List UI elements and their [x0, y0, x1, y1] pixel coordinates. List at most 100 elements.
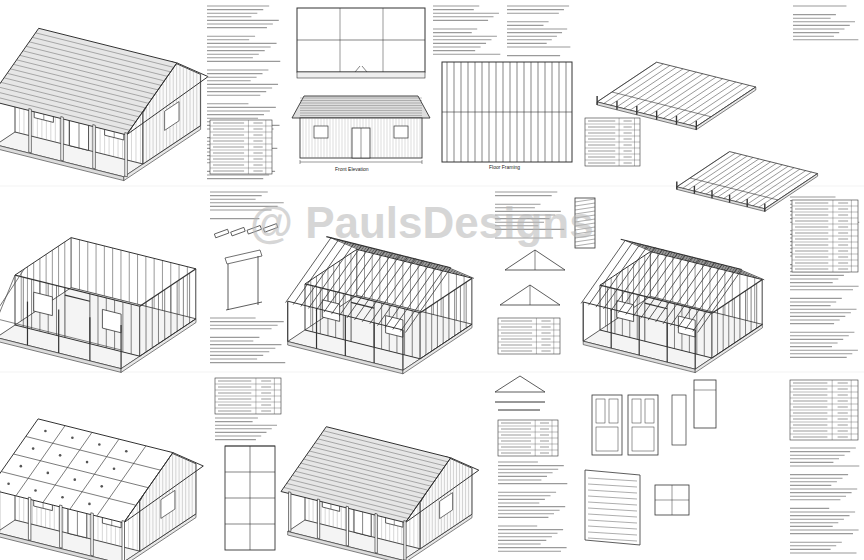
line-art: [433, 36, 497, 37]
line-art: [301, 463, 425, 494]
line-art: [790, 542, 842, 543]
line-art: [790, 301, 836, 302]
line-art: [120, 250, 121, 300]
line-art: [712, 313, 713, 358]
line-art: [207, 36, 255, 37]
line-art: [419, 313, 420, 359]
line-art: [309, 244, 354, 309]
line-art: [182, 458, 183, 523]
line-art: [0, 419, 173, 523]
line-art: [498, 540, 546, 541]
line-art: [790, 398, 858, 399]
line-art: [792, 248, 858, 249]
line-art: [790, 511, 855, 512]
line-art: [140, 112, 141, 163]
line-art: [300, 100, 422, 101]
line-art: [402, 330, 403, 370]
line-art: [851, 380, 852, 440]
line-art: [695, 263, 696, 308]
line-art: [795, 215, 828, 216]
line-art: [583, 302, 584, 341]
line-art: [261, 387, 271, 388]
line-art: [712, 280, 762, 314]
line-art: [465, 465, 466, 518]
line-art: [93, 125, 96, 169]
line-art: [792, 200, 858, 272]
line-art: [186, 68, 187, 135]
line-art: [498, 525, 537, 526]
line-art: [600, 285, 601, 330]
line-art: [838, 263, 848, 264]
line-art: [52, 250, 53, 300]
line-art: [600, 285, 601, 330]
line-art: [218, 399, 251, 400]
line-art: [466, 282, 467, 328]
line-art: [790, 380, 858, 440]
line-art: [540, 447, 549, 448]
line-art: [694, 186, 695, 194]
line-art: [729, 195, 730, 203]
line-art: [339, 118, 340, 158]
line-art: [152, 298, 153, 348]
line-art: [146, 302, 147, 352]
line-art: [501, 447, 531, 448]
line-art: [583, 302, 695, 330]
line-art: [498, 479, 541, 480]
line-art: [790, 434, 858, 435]
line-art: [23, 51, 161, 86]
line-art: [207, 23, 273, 24]
line-art: [0, 288, 196, 369]
line-art: [316, 308, 317, 348]
line-art: [288, 295, 472, 370]
line-art: [34, 292, 53, 315]
line-art: [213, 135, 244, 136]
line-art: [636, 106, 637, 115]
line-art: [410, 263, 411, 309]
line-art: [437, 301, 438, 347]
line-art: [588, 139, 615, 140]
line-art: [838, 233, 848, 234]
line-art: [207, 91, 266, 92]
line-art: [501, 441, 531, 442]
line-art: [210, 325, 278, 326]
line-art: [588, 127, 615, 128]
line-art: [447, 457, 448, 530]
view-title: Front Elevation: [334, 166, 370, 172]
line-art: [293, 240, 338, 305]
line-art: [433, 16, 494, 17]
line-art: [215, 390, 281, 391]
line-art: [381, 118, 382, 158]
line-art: [300, 103, 422, 104]
header-detail: [214, 229, 229, 238]
line-art: [300, 118, 422, 158]
line-art: [657, 253, 658, 298]
line-art: [641, 255, 685, 318]
line-art: [633, 253, 677, 316]
line-art: [215, 378, 281, 414]
line-art: [790, 196, 836, 197]
line-art: [585, 154, 640, 155]
line-art: [56, 285, 57, 335]
line-art: [634, 118, 635, 166]
line-art: [838, 413, 848, 414]
line-art: [215, 408, 281, 409]
line-art: [711, 313, 712, 358]
line-art: [306, 118, 307, 158]
line-art: [745, 291, 746, 336]
line-art: [139, 306, 140, 356]
line-art: [34, 489, 37, 492]
line-art: [104, 246, 105, 296]
line-art: [339, 251, 384, 316]
line-art: [261, 411, 271, 412]
line-art: [650, 252, 651, 297]
line-art: [324, 247, 369, 312]
line-art: [378, 118, 379, 158]
line-art: [32, 37, 170, 72]
line-art: [498, 330, 560, 331]
line-art: [149, 484, 150, 545]
line-art: [790, 492, 852, 493]
line-art: [650, 252, 651, 297]
line-art: [468, 467, 469, 517]
line-art: [179, 65, 180, 139]
line-art: [120, 325, 121, 369]
